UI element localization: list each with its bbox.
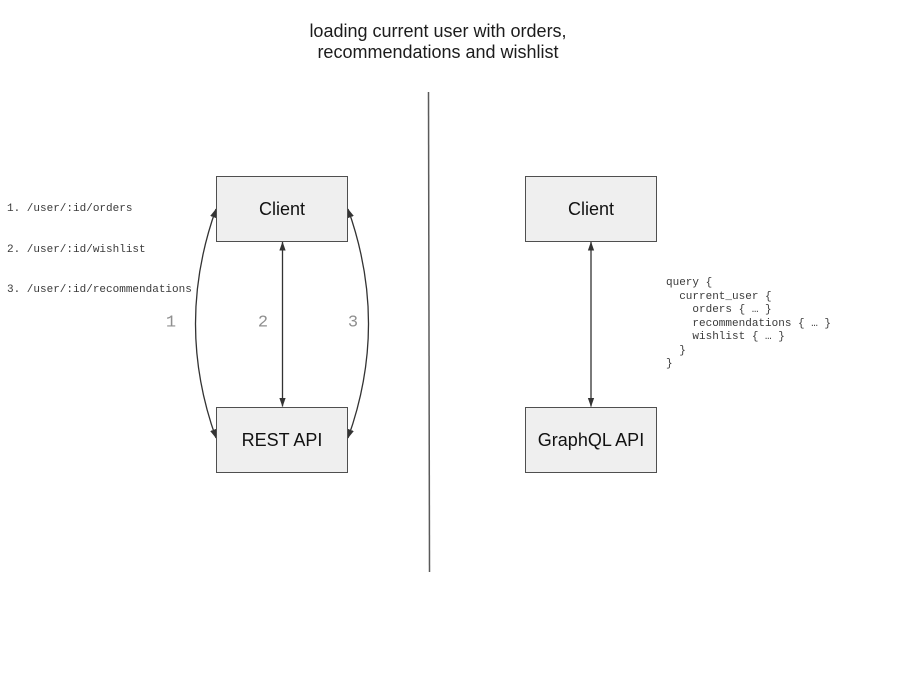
diagram-title: loading current user with orders, recomm… (138, 21, 738, 63)
rest-endpoint-list: 1. /user/:id/orders 2. /user/:id/wishlis… (7, 176, 192, 325)
rest-api-node: REST API (216, 407, 348, 473)
graphql-api-node-label: GraphQL API (537, 429, 645, 450)
arrow-3-recommendations-curve (347, 208, 370, 439)
rest-endpoint-wishlist: 2. /user/:id/wishlist (7, 243, 146, 256)
rest-endpoint-orders: 1. /user/:id/orders (7, 203, 133, 215)
client-node-right: Client (525, 176, 657, 242)
graphql-query-snippet: query { current_user { orders { … } reco… (666, 277, 832, 370)
client-node-right-label: Client (567, 198, 615, 219)
arrow-1-orders-curve (194, 208, 217, 439)
arrow-label-2: 2 (257, 313, 269, 333)
panel-divider-line (427, 91, 431, 573)
graphql-api-node: GraphQL API (525, 407, 657, 473)
rest-api-node-label: REST API (241, 429, 323, 450)
client-node-left-label: Client (258, 198, 306, 219)
arrow-label-1: 1 (165, 313, 177, 333)
diagram-title-line2: recommendations and wishlist (317, 42, 559, 62)
client-node-left: Client (216, 176, 348, 242)
rest-endpoint-recommendations: 3. /user/:id/recommendations (7, 284, 192, 296)
arrow-label-3: 3 (347, 313, 359, 333)
diagram-title-line1: loading current user with orders, (309, 21, 567, 41)
